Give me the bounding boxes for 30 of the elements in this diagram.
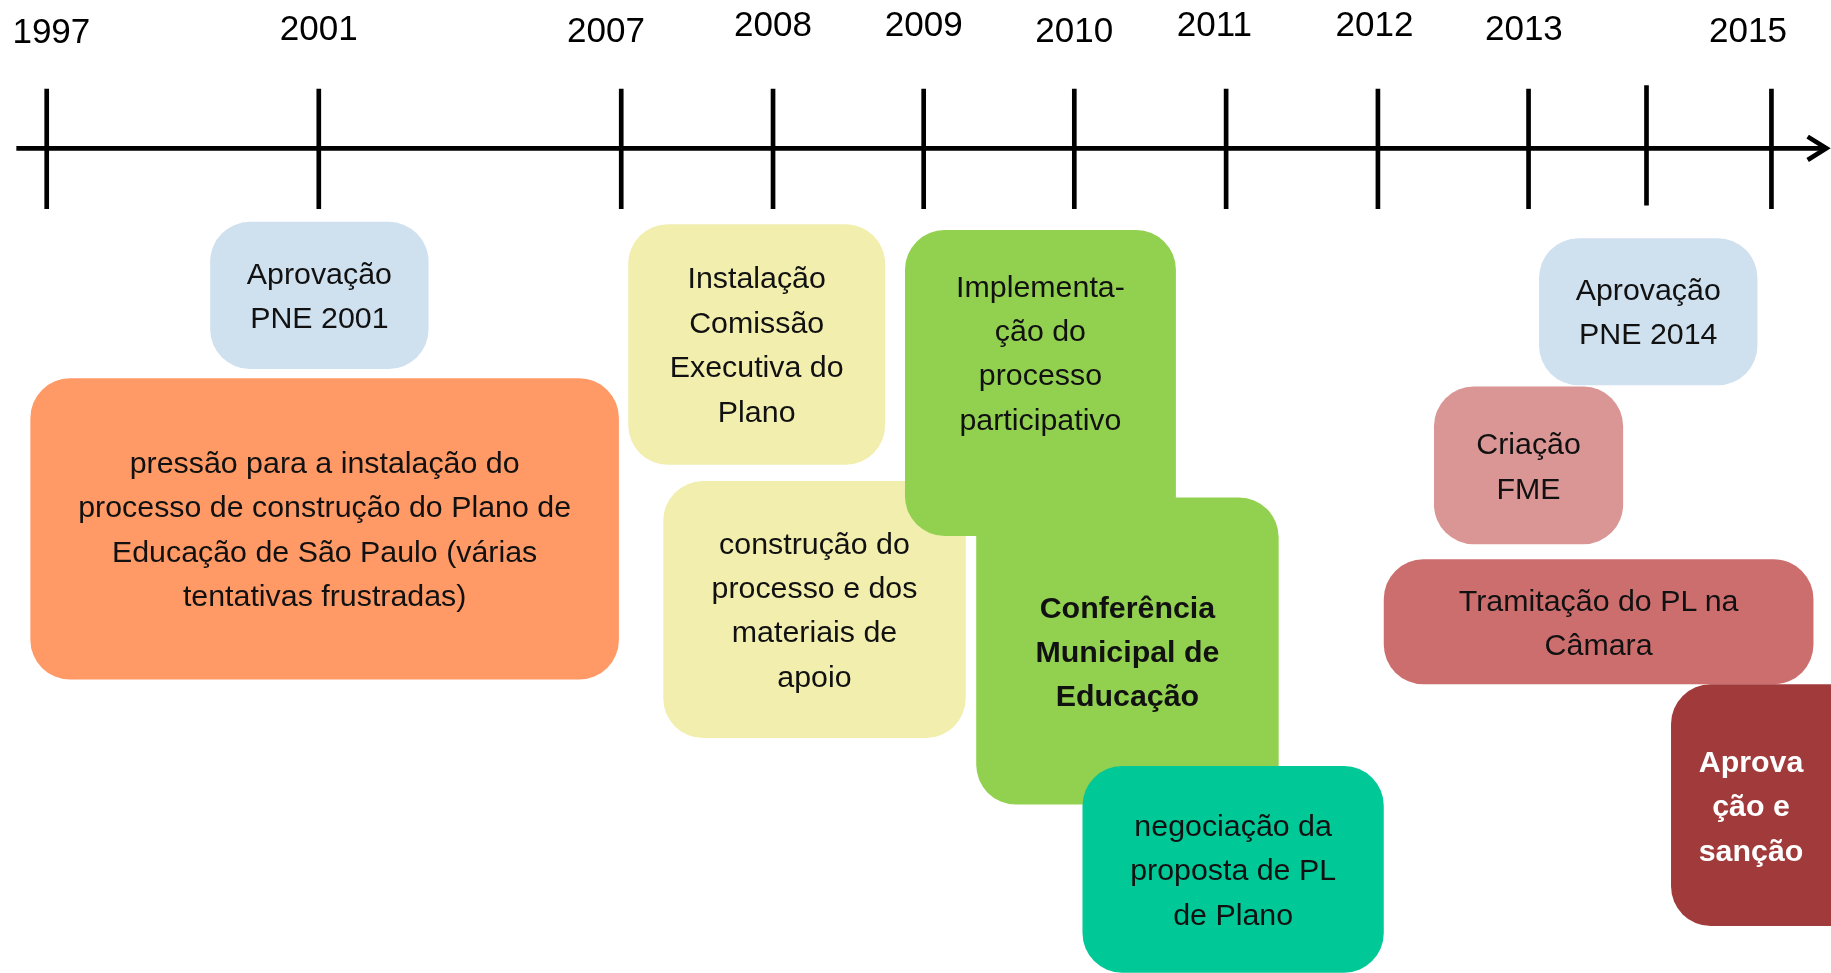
event-text: Instalação Comissão Executiva do Plano — [668, 259, 845, 431]
event-box — [1082, 766, 1384, 973]
event-text: Criação FME — [1475, 424, 1582, 508]
event-text: negociação da proposta de PL de Plano — [1129, 806, 1338, 934]
event-text: Aprovação PNE 2001 — [245, 254, 393, 338]
event-text: construção do processo e dos materiais de apoio — [710, 524, 919, 696]
event-text: Conferência Municipal de Educação — [1034, 588, 1221, 715]
year-label: 2009 — [884, 4, 963, 45]
event-text: Tramitação do PL na Câmara — [1457, 581, 1740, 664]
event-text: pressão para a instalação do processo de construção do Plano de Educação de São Paulo (várias tentativas frustradas) — [77, 443, 573, 616]
year-label: 2015 — [1709, 10, 1788, 51]
year-label: 2011 — [1176, 4, 1253, 45]
year-label: 2001 — [279, 8, 358, 48]
event-box — [210, 221, 429, 369]
event-box — [663, 481, 966, 738]
event-box — [1671, 684, 1831, 926]
year-label: 2012 — [1335, 4, 1414, 45]
event-box — [1433, 386, 1624, 545]
year-label: 2013 — [1484, 8, 1563, 48]
year-label: 2008 — [734, 4, 812, 45]
event-text: Aprovação PNE 2014 — [1574, 271, 1722, 354]
year-label: 1997 — [12, 11, 91, 52]
event-box — [30, 378, 619, 680]
year-label: 2007 — [567, 10, 645, 51]
year-label: 2010 — [1035, 10, 1114, 51]
event-box — [1539, 238, 1758, 386]
event-box — [628, 224, 886, 465]
event-text: Aprova ção e sanção — [1697, 742, 1805, 870]
event-text: Implementa- ção do processo participativo — [955, 267, 1126, 439]
event-box — [1383, 559, 1814, 685]
